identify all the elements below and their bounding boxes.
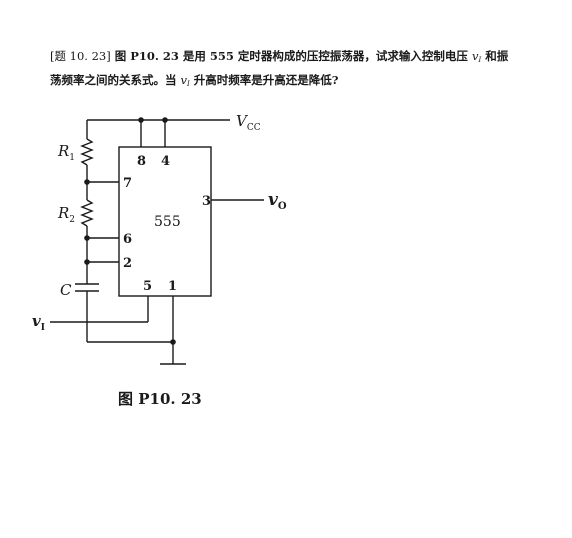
question-text: [题 10. 23] 图 P10. 23 是用 555 定时器构成的压控振荡器，… xyxy=(50,46,550,94)
pin-6-label: 6 xyxy=(123,232,132,247)
junction-dot xyxy=(138,117,144,123)
resistor-r1 xyxy=(80,138,94,166)
chip-label: 555 xyxy=(154,214,181,230)
question-line-1: [题 10. 23] 图 P10. 23 是用 555 定时器构成的压控振荡器，… xyxy=(50,46,550,70)
question-text-part-3: 荡频率之间的关系式。当 xyxy=(50,73,177,87)
junction-dot xyxy=(84,259,90,265)
junction-dot xyxy=(170,339,176,345)
vcc-label: VCC xyxy=(236,112,261,133)
pin-8-label: 8 xyxy=(137,154,146,169)
junction-dot xyxy=(84,235,90,241)
input-voltage-symbol: vI xyxy=(471,49,482,64)
question-line-2: 荡频率之间的关系式。当 vI 升高时频率是升高还是降低? xyxy=(50,70,550,94)
r2-label: R2 xyxy=(57,204,75,225)
question-text-part-2: 和振 xyxy=(485,49,509,63)
pin-5-label: 5 xyxy=(143,279,152,294)
input-voltage-symbol-2: vI xyxy=(180,73,190,88)
vo-label: vO xyxy=(268,190,287,212)
junction-dot xyxy=(162,117,168,123)
figure-caption: 图 P10. 23 xyxy=(118,390,202,408)
capacitor-label: C xyxy=(60,281,72,299)
question-number: [题 10. 23] xyxy=(50,49,111,63)
pin-4-label: 4 xyxy=(161,154,170,169)
vi-label: vI xyxy=(32,312,45,333)
junction-dot xyxy=(84,179,90,185)
pin-3-label: 3 xyxy=(202,194,211,209)
pin-7-label: 7 xyxy=(123,176,132,191)
pin-2-label: 2 xyxy=(123,256,132,271)
question-text-part-1: 图 P10. 23 是用 555 定时器构成的压控振荡器，试求输入控制电压 xyxy=(114,49,468,63)
resistor-r2 xyxy=(80,199,94,227)
r1-label: R1 xyxy=(57,142,75,163)
pin-1-label: 1 xyxy=(168,279,177,294)
question-text-part-4: 升高时频率是升高还是降低? xyxy=(193,73,339,87)
